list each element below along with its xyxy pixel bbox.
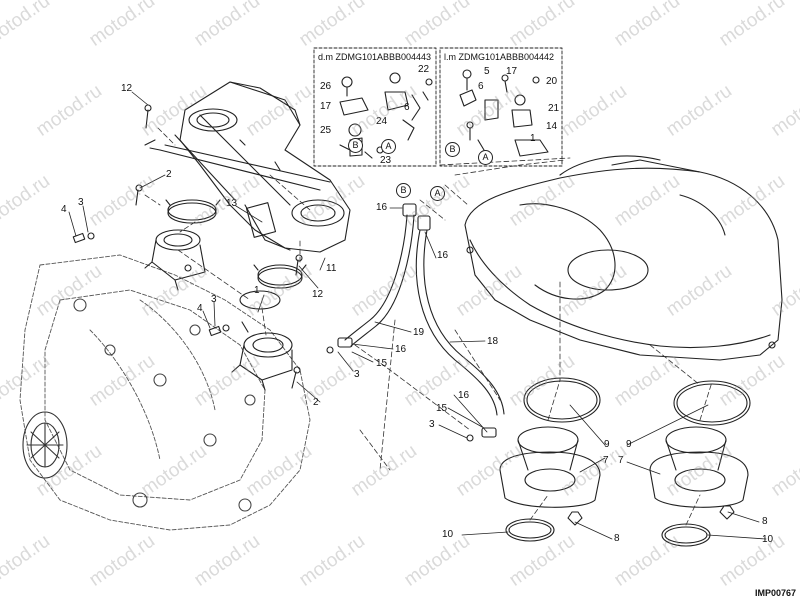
callout-2-top: 2: [166, 169, 172, 180]
callout-inset-23: 23: [380, 155, 392, 166]
leader-lines: [68, 91, 767, 540]
callout-9-left: 9: [604, 439, 610, 450]
callout-11: 11: [326, 263, 337, 274]
plug-8: [567, 505, 735, 526]
callout-inset-6-b: 6: [478, 81, 484, 92]
airbox-housing: [464, 155, 783, 361]
engine-pulley: [22, 411, 68, 479]
marker-b-inset-dm: B: [348, 138, 363, 153]
fasteners: [72, 104, 303, 389]
o-ring-10-left: [505, 518, 555, 542]
inset-box-dm: [313, 47, 437, 167]
callout-inset-26: 26: [320, 81, 332, 92]
breather-hose-18: [415, 215, 505, 416]
inset-lm-parts: [459, 69, 549, 157]
callout-inset-1: 1: [530, 133, 536, 144]
callout-19: 19: [413, 327, 425, 338]
callout-inset-17-b: 17: [506, 66, 518, 77]
o-ring-10-right: [661, 523, 711, 547]
callout-16-a: 16: [376, 202, 388, 213]
marker-a-main: A: [430, 186, 445, 201]
throttle-body-assembly: [144, 81, 351, 253]
callout-1-main: 1: [254, 285, 260, 296]
hose-clamp-upper: [165, 199, 221, 224]
callout-2-bottom: 2: [313, 397, 319, 408]
callout-3-d: 3: [429, 419, 435, 430]
callout-16-b: 16: [437, 250, 449, 261]
intake-boot-upper: [144, 229, 206, 291]
callout-inset-22: 22: [418, 64, 430, 75]
marker-b-main: B: [396, 183, 411, 198]
callout-9-right: 9: [626, 439, 632, 450]
marker-b-inset-lm: B: [445, 142, 460, 157]
intake-horn-7-right: [649, 426, 749, 508]
callout-13: 13: [226, 198, 238, 209]
inset-dm-parts: [339, 72, 433, 159]
seal-ring-9-left: [523, 377, 601, 423]
callout-7-left: 7: [603, 455, 609, 466]
callout-4-left: 4: [61, 204, 67, 215]
callout-inset-5: 5: [484, 66, 490, 77]
intake-horn-7-left: [499, 426, 601, 508]
marker-a-inset-lm: A: [478, 150, 493, 165]
callout-8-right: 8: [762, 516, 768, 527]
callout-3-left: 3: [78, 197, 84, 208]
seal-ring-9-right: [673, 380, 751, 426]
callout-3-mid: 3: [211, 294, 217, 305]
callout-inset-20: 20: [546, 76, 558, 87]
callout-10-left: 10: [442, 529, 454, 540]
callout-15-a: 15: [376, 358, 388, 369]
breather-hose-19: [344, 203, 417, 347]
callout-8-left: 8: [614, 533, 620, 544]
callout-inset-6-a: 6: [404, 102, 410, 113]
callout-inset-24: 24: [376, 116, 388, 127]
callout-inset-14: 14: [546, 121, 558, 132]
hose-clamp-lower: [253, 264, 307, 289]
callout-12-mid: 12: [312, 289, 324, 300]
callout-3-c: 3: [354, 369, 360, 380]
callout-16-d: 16: [458, 390, 470, 401]
engine-block-outline: [19, 254, 311, 531]
assembly-guide-lines: [144, 127, 713, 526]
marker-a-inset-dm: A: [381, 139, 396, 154]
callout-4-mid: 4: [197, 303, 203, 314]
callout-18: 18: [487, 336, 499, 347]
inset-title-lm: l.m ZDMG101ABBB004442: [444, 52, 555, 62]
callout-inset-17-a: 17: [320, 101, 332, 112]
callout-7-right: 7: [618, 455, 624, 466]
intake-boot-lower: [231, 321, 293, 391]
callout-16-c: 16: [395, 344, 407, 355]
callout-inset-25: 25: [320, 125, 332, 136]
callout-10-right: 10: [762, 534, 774, 545]
drawing-code: IMP00767: [754, 588, 796, 598]
inset-title-dm: d.m ZDMG101ABBB004443: [318, 52, 432, 62]
hose-fittings: [326, 337, 497, 442]
callout-12-top: 12: [121, 83, 133, 94]
callout-inset-21: 21: [548, 103, 560, 114]
callout-15-b: 15: [436, 403, 448, 414]
engine-detail-bolts: [73, 298, 256, 512]
hose-clamp-mid: [239, 290, 281, 310]
inset-box-lm: [439, 47, 563, 167]
